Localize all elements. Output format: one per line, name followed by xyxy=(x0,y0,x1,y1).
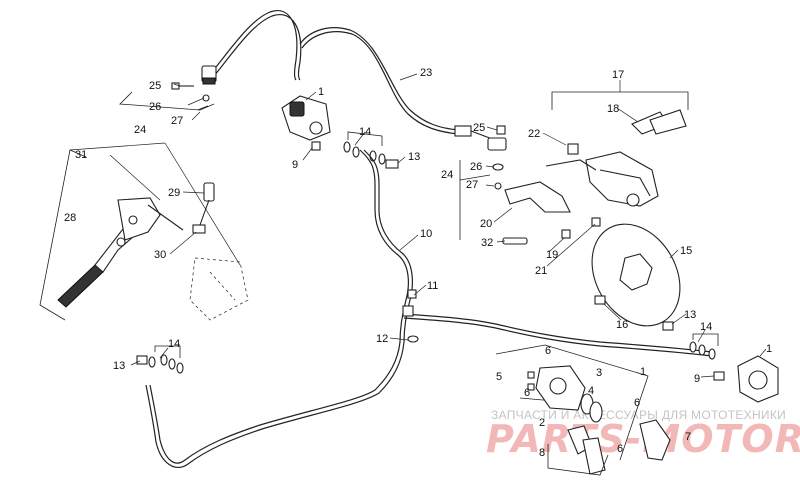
callout-23: 23 xyxy=(420,67,432,79)
callout-9: 9 xyxy=(694,373,700,385)
lower-left-fittings xyxy=(136,345,184,374)
leader-lines xyxy=(109,73,767,378)
right-caliper xyxy=(662,321,779,403)
callout-17: 17 xyxy=(612,69,624,81)
callout-29: 29 xyxy=(168,187,180,199)
callout-11: 11 xyxy=(427,280,438,292)
callout-27: 27 xyxy=(171,115,183,127)
callout-8: 8 xyxy=(539,447,545,459)
callout-24: 24 xyxy=(134,124,146,136)
callout-13: 13 xyxy=(113,360,125,372)
cable-end-fitting xyxy=(454,125,472,137)
callout-25: 25 xyxy=(149,80,161,92)
callout-4: 4 xyxy=(588,385,594,397)
callout-1: 1 xyxy=(640,366,646,378)
watermark-tagline: ЗАПЧАСТИ И АКСЕССУАРЫ ДЛЯ МОТОТЕХНИКИ xyxy=(491,408,786,422)
callout-28: 28 xyxy=(64,212,76,224)
callout-6: 6 xyxy=(617,443,623,455)
callout-26: 26 xyxy=(470,161,482,173)
callout-25: 25 xyxy=(473,122,485,134)
callout-24: 24 xyxy=(441,169,453,181)
callout-30: 30 xyxy=(154,249,166,261)
parking-brake-cable xyxy=(211,10,507,151)
callout-3: 3 xyxy=(596,367,602,379)
callout-13: 13 xyxy=(408,151,420,163)
callout-7: 7 xyxy=(685,431,691,443)
callout-22: 22 xyxy=(528,128,540,140)
callout-20: 20 xyxy=(480,218,492,230)
callout-32: 32 xyxy=(481,237,493,249)
rear-caliper-assembly xyxy=(459,80,689,327)
callout-9: 9 xyxy=(292,159,298,171)
callout-31: 31 xyxy=(75,149,87,161)
cable-clevis-group-left xyxy=(119,65,217,111)
callout-14: 14 xyxy=(359,126,371,138)
callout-6: 6 xyxy=(524,387,530,399)
callout-5: 5 xyxy=(496,371,502,383)
callout-1: 1 xyxy=(318,86,324,98)
callout-13: 13 xyxy=(684,309,696,321)
callout-1: 1 xyxy=(766,343,772,355)
callout-14: 14 xyxy=(700,321,712,333)
callout-6: 6 xyxy=(545,345,551,357)
brake-line-main xyxy=(145,149,713,469)
callout-12: 12 xyxy=(376,333,388,345)
front-caliper-upper xyxy=(281,95,399,169)
callout-14: 14 xyxy=(168,338,180,350)
exploded-caliper xyxy=(495,344,671,476)
callout-21: 21 xyxy=(535,265,547,277)
callout-10: 10 xyxy=(420,228,432,240)
callout-27: 27 xyxy=(466,179,478,191)
callout-labels: 1 1 1 2 3 4 5 6 6 6 6 7 8 9 9 10 11 12 1… xyxy=(64,67,772,459)
callout-6: 6 xyxy=(634,397,640,409)
callout-2: 2 xyxy=(539,417,545,429)
hand-brake-lever xyxy=(39,142,249,321)
callout-26: 26 xyxy=(149,101,161,113)
callout-18: 18 xyxy=(607,103,619,115)
callout-19: 19 xyxy=(546,249,558,261)
callout-16: 16 xyxy=(616,319,628,331)
callout-15: 15 xyxy=(680,245,692,257)
